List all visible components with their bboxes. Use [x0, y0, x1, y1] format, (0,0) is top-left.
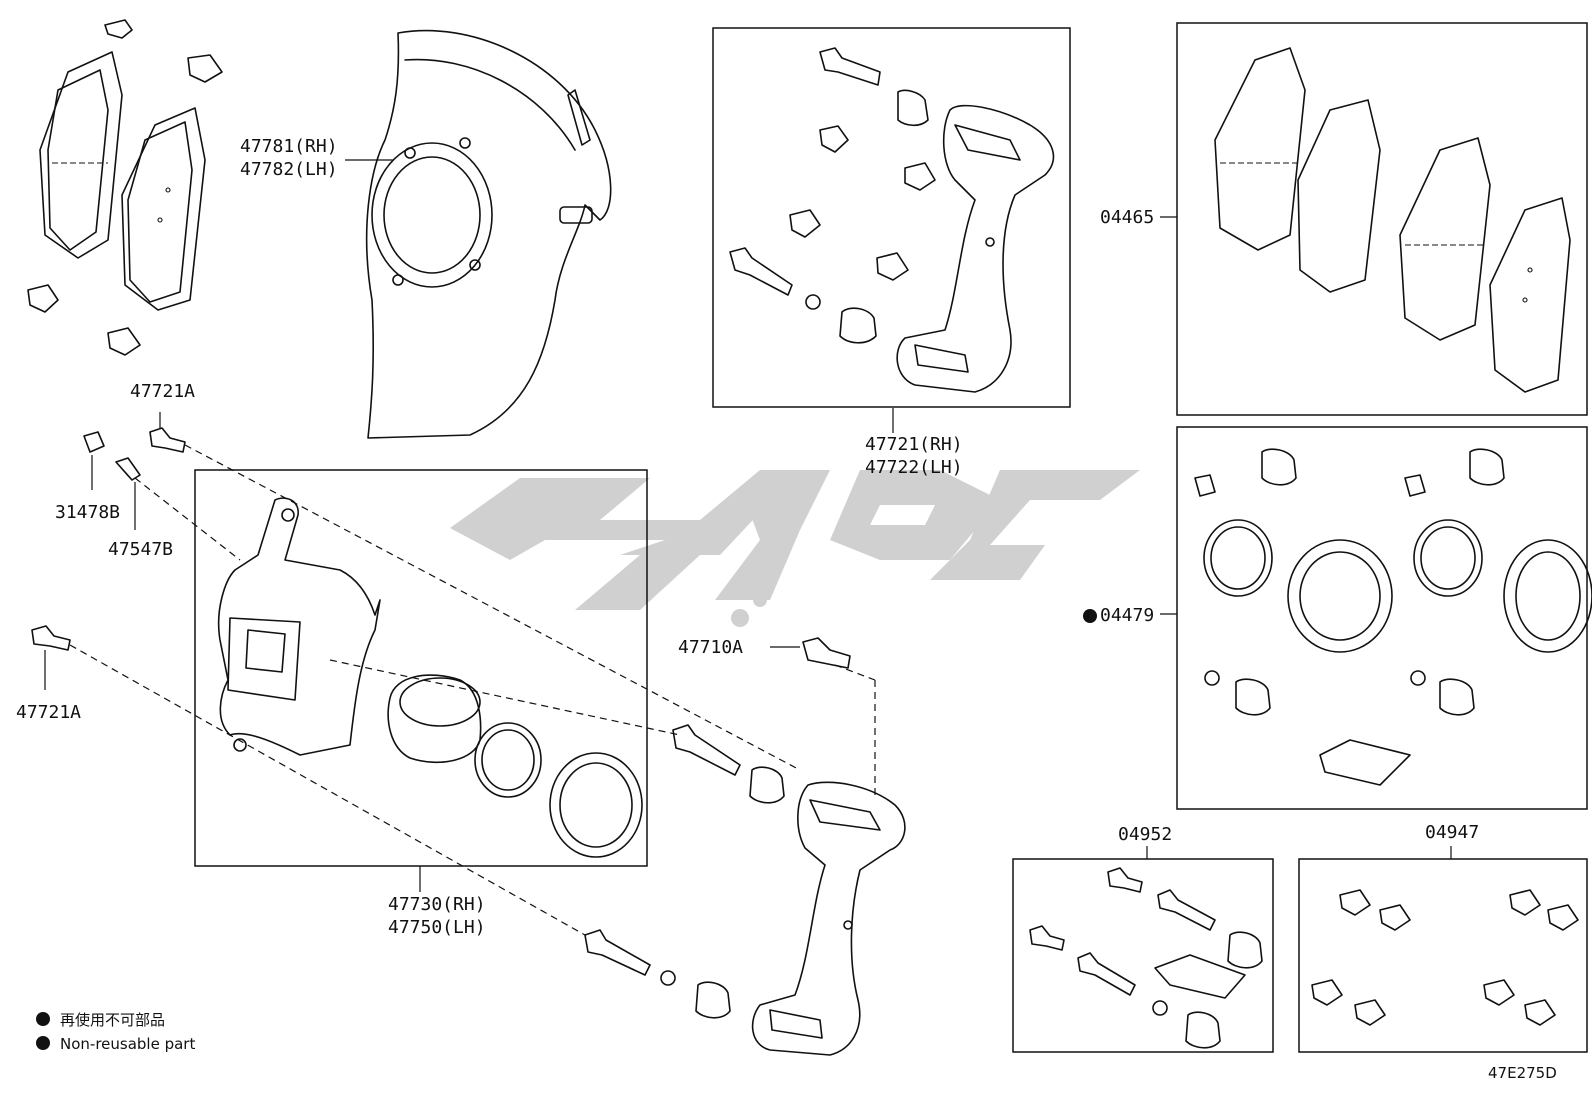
seal-kit-label: 04479: [1100, 605, 1154, 626]
pad-kit-parts: [1160, 47, 1571, 393]
bracket-rh-label: 47721(RH): [865, 434, 963, 455]
seal-kit-box: [1176, 426, 1588, 810]
anti-squeal-kit-box: [1298, 858, 1588, 1053]
slide-pin-kit-box: [1012, 858, 1274, 1053]
dust-shield: [345, 29, 612, 439]
caliper-lh-label: 47750(LH): [388, 917, 486, 938]
anti-squeal-kit-label: 04947: [1425, 822, 1479, 843]
small-bolts-left: [31, 412, 186, 690]
bracket-kit-box: [712, 27, 1071, 408]
caliper-rh-label: 47730(RH): [388, 894, 486, 915]
non-reusable-bullet: [1083, 609, 1097, 623]
legend-bullet-jp: [36, 1012, 50, 1026]
bolt-upper-label: 47721A: [130, 381, 195, 402]
assembly-lines: [69, 444, 876, 936]
anti-squeal-kit-parts: [1311, 846, 1579, 1026]
brake-pads-loose: [27, 19, 223, 356]
bolt-lower-label: 47721A: [16, 702, 81, 723]
bracket-lh-label: 47722(LH): [865, 457, 963, 478]
bleeder-plug-label: 47547B: [108, 539, 173, 560]
bracket-kit-parts: [729, 47, 1055, 393]
legend-text-jp: 再使用不可部品: [60, 1011, 165, 1029]
bleeder-cap-label: 31478B: [55, 502, 120, 523]
pad-kit-label: 04465: [1100, 207, 1154, 228]
legend-text-en: Non-reusable part: [60, 1035, 195, 1053]
pad-kit-box: [1176, 22, 1588, 416]
slide-pin-kit-parts: [1029, 846, 1263, 1049]
slide-pin-kit-label: 04952: [1118, 824, 1172, 845]
legend: 再使用不可部品 Non-reusable part: [36, 1011, 195, 1053]
legend-bullet-en: [36, 1036, 50, 1050]
diagram-id: 47E275D: [1488, 1064, 1557, 1082]
caliper-parts: [217, 497, 643, 892]
shield-rh-label: 47781(RH): [240, 136, 338, 157]
shield-lh-label: 47782(LH): [240, 159, 338, 180]
caliper-box: [194, 469, 648, 867]
watermark-logo: [450, 470, 1140, 627]
seal-kit-parts: [1160, 448, 1592, 786]
loose-bracket-parts: [584, 637, 906, 1056]
bracket-bolt-label: 47710A: [678, 637, 743, 658]
